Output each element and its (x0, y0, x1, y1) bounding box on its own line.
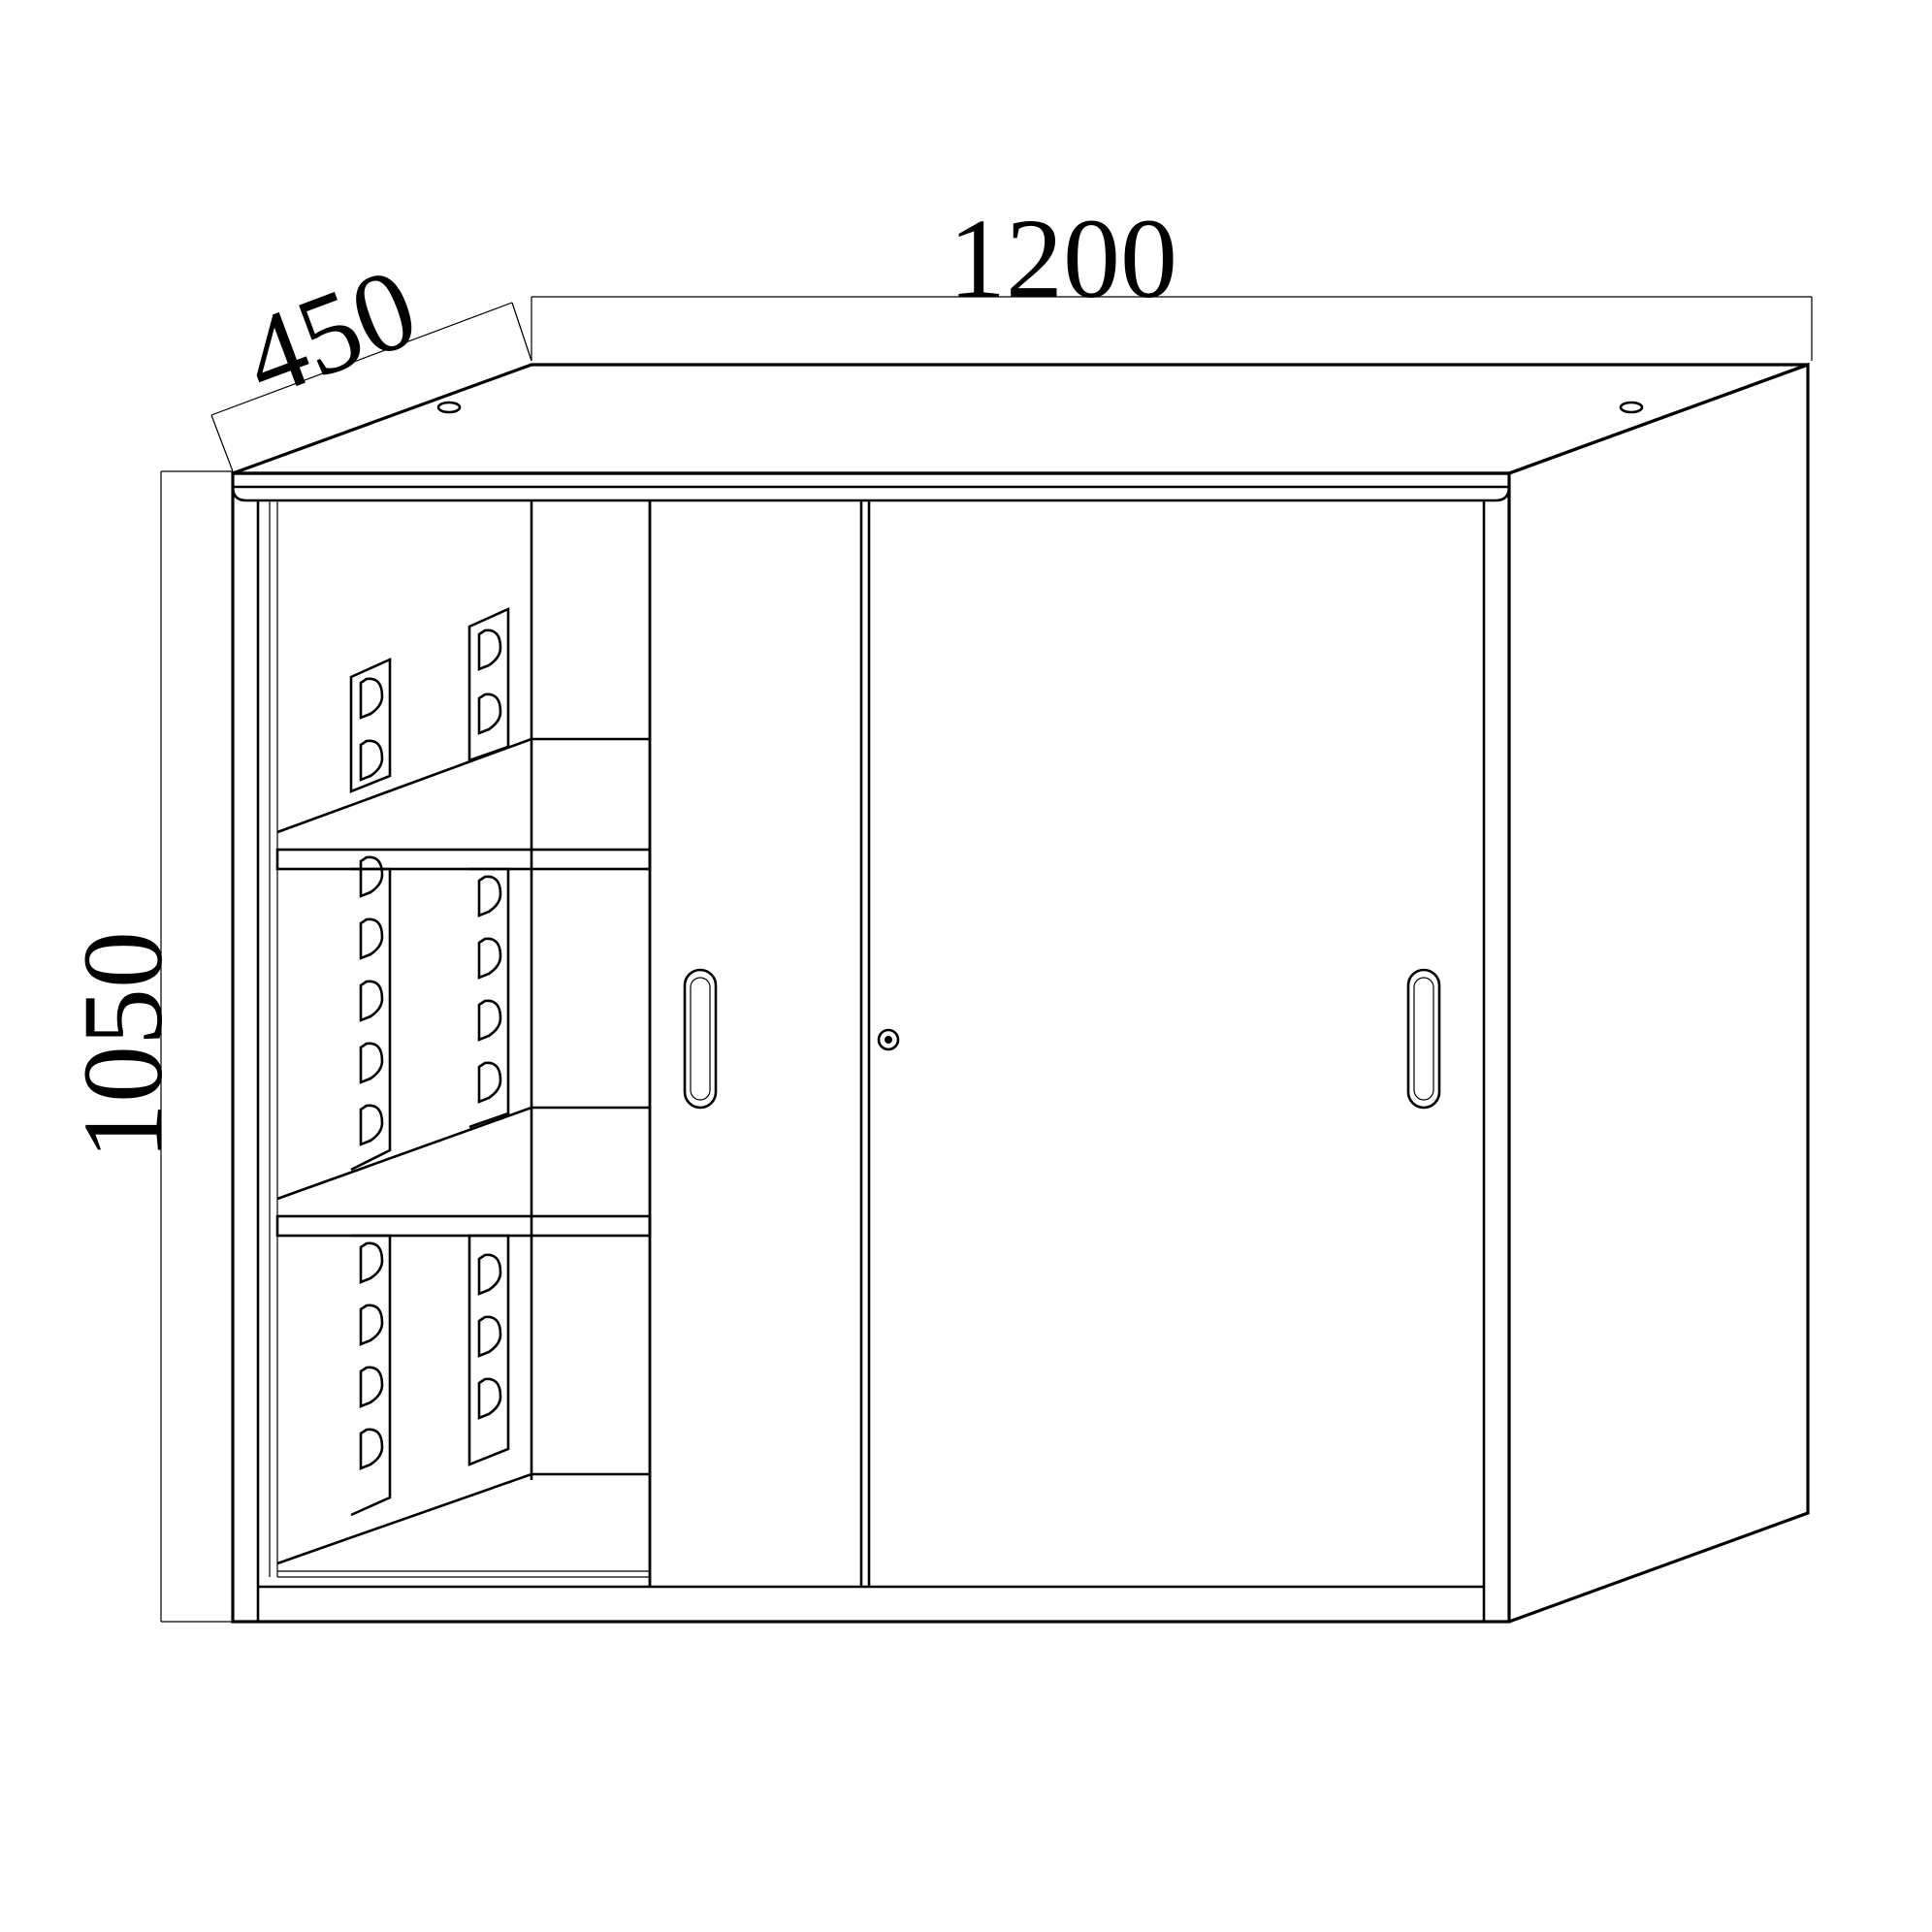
shelf-slot (477, 1377, 502, 1420)
shelf-slot (477, 1253, 502, 1296)
shelf-slot (359, 677, 384, 720)
shelf-slot (359, 918, 384, 960)
door-handle-left[interactable] (683, 968, 718, 1110)
shelf-slot (477, 692, 502, 735)
shelf-slot (477, 1061, 502, 1104)
cabinet-body (231, 362, 1810, 1624)
width-label: 1200 (949, 195, 1177, 322)
shelf-slot (477, 628, 502, 671)
width-dimension: 1200 (531, 195, 1813, 361)
shelf-slot (477, 999, 502, 1042)
shelf-support-strip-right (467, 606, 510, 1466)
top-mount-hole-right (1619, 401, 1644, 414)
depth-label: 450 (227, 243, 433, 423)
height-label: 1050 (59, 931, 186, 1160)
sliding-door-right[interactable] (867, 500, 1441, 1587)
shelf-slot (359, 1428, 384, 1470)
shelf-slot (359, 1241, 384, 1284)
shelf-support-slots (359, 628, 502, 1470)
cabinet-interior (269, 500, 652, 1587)
top-rim (231, 485, 1511, 502)
shelf-slot (359, 1304, 384, 1346)
shelf-slot (477, 1315, 502, 1358)
cabinet-top (232, 363, 1809, 475)
cabinet-right-side (1508, 362, 1810, 1624)
lock-keyhole-icon[interactable] (877, 1028, 900, 1051)
shelf-slot (359, 855, 384, 898)
shelf-1 (275, 737, 652, 871)
shelf-slot (477, 937, 502, 980)
sliding-door-left[interactable] (648, 500, 863, 1587)
shelf-slot (359, 1042, 384, 1084)
shelf-support-strip-left (349, 657, 392, 1517)
cabinet-front-frame (231, 471, 1511, 1624)
door-handle-right[interactable] (1406, 968, 1441, 1110)
depth-dimension: 450 (210, 243, 532, 472)
cabinet-floor (276, 1472, 650, 1565)
top-mount-hole-left (436, 401, 462, 414)
shelf-slot (359, 1104, 384, 1146)
shelf-2 (275, 1106, 652, 1238)
shelf-slot (477, 875, 502, 918)
shelf-slot (359, 980, 384, 1022)
height-dimension: 1050 (59, 470, 233, 1623)
shelf-slot (359, 1366, 384, 1408)
shelf-slot (359, 739, 384, 782)
